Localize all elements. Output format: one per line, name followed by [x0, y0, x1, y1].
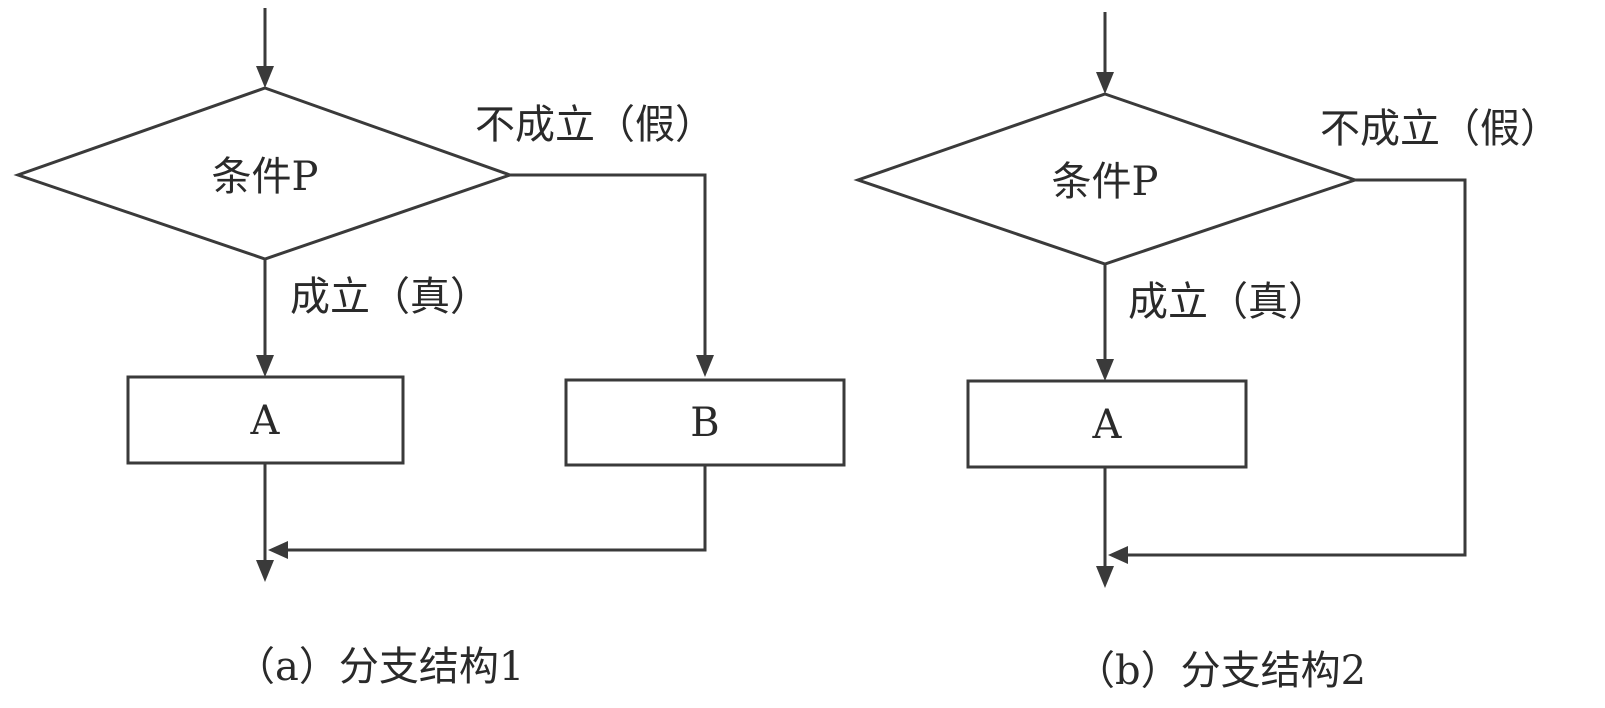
diagram-a-false-arrowhead [696, 355, 714, 377]
diagram-a-true-label: 成立（真） [290, 274, 490, 320]
diagram-a-condition-label: 条件P [212, 154, 319, 200]
diagram-a-caption: （a）分支结构1 [235, 644, 524, 690]
diagram-a-merge-line [285, 465, 707, 552]
diagram-b-box-a [966, 379, 1248, 469]
diagram-a-true-arrowhead [256, 355, 274, 377]
diagram-a-merge-arrowhead [268, 541, 288, 559]
diagram-a-false-label: 不成立（假） [475, 102, 715, 148]
diagram-a-exit-arrowhead [256, 560, 274, 582]
diagram-b-true-arrowhead [1096, 359, 1114, 381]
diagram-b-true-label: 成立（真） [1128, 279, 1328, 325]
diagram-b-false-arrowhead [1108, 546, 1128, 564]
diagram-a-box-a-label: A [250, 398, 281, 444]
diagram-b-false-branch-line [1125, 178, 1467, 557]
diagram-a-box-b-label: B [690, 400, 719, 446]
diagram-b-false-label: 不成立（假） [1320, 106, 1560, 152]
diagram-b: 条件P 不成立（假） 成立（真） A （b）分支结构2 [853, 12, 1560, 694]
diagram-b-condition-label: 条件P [1052, 159, 1159, 205]
diagram-b-entry-arrowhead [1096, 72, 1114, 94]
diagram-a-entry-arrowhead [256, 66, 274, 88]
diagram-b-exit-arrowhead [1096, 566, 1114, 588]
diagram-a-box-a [126, 375, 405, 465]
diagram-b-box-a-label: A [1092, 402, 1123, 448]
diagram-a: 条件P 不成立（假） 成立（真） A B （a）分支结构1 [13, 8, 846, 690]
diagram-a-false-branch-line [510, 173, 707, 358]
diagram-b-caption: （b）分支结构2 [1075, 648, 1366, 694]
